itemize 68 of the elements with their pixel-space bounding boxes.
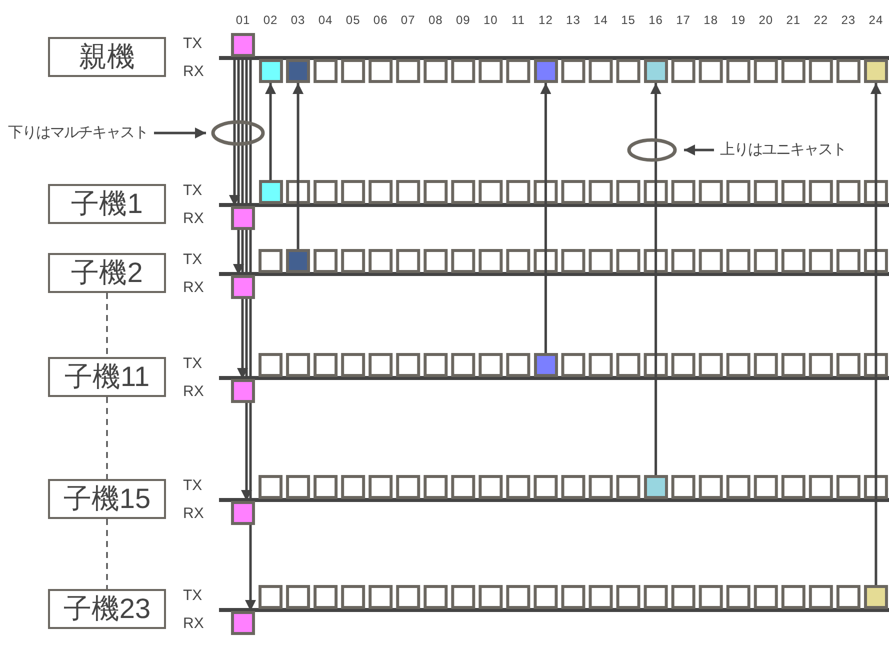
rx-label: RX [183, 280, 204, 295]
arrow-bundle [211, 57, 265, 611]
arrow [684, 144, 714, 156]
slot-number: 10 [484, 14, 498, 26]
slot-number: 09 [456, 14, 470, 26]
time-slot [644, 59, 668, 83]
station-box: 子機1 [48, 184, 166, 224]
arrow [627, 83, 677, 475]
slot-number: 20 [758, 14, 774, 26]
tx-label: TX [183, 478, 202, 493]
tx-label: TX [183, 588, 202, 603]
slot-number: 01 [236, 14, 250, 26]
slot-number: 17 [676, 14, 690, 26]
rx-label: RX [183, 64, 204, 79]
slot-number: 02 [263, 14, 278, 26]
slot-number: 03 [290, 14, 306, 26]
time-slot [231, 206, 255, 230]
rx-label: RX [183, 211, 204, 226]
slot-number: 14 [594, 14, 608, 26]
time-slot [258, 180, 283, 204]
slot-number: 18 [704, 14, 718, 26]
station-box: 子機15 [48, 479, 166, 519]
time-slot [534, 59, 558, 83]
time-slot [258, 59, 283, 83]
arrow [265, 83, 276, 180]
time-slot [864, 59, 888, 83]
time-slot [231, 275, 255, 299]
rx-label: RX [183, 506, 204, 521]
station-box: 親機 [48, 37, 166, 77]
arrow [154, 128, 206, 138]
slot-number: 24 [868, 14, 884, 26]
slot-number: 13 [566, 14, 580, 26]
slot-number: 23 [841, 14, 856, 26]
tx-label: TX [183, 252, 202, 267]
time-slot [864, 585, 888, 609]
time-slot [231, 33, 255, 57]
slot-number: 15 [621, 14, 636, 26]
slot-number: 16 [648, 14, 663, 26]
tx-label: TX [183, 356, 202, 371]
slot-number: 08 [428, 14, 443, 26]
slot-number: 04 [318, 14, 333, 26]
slot-number: 21 [786, 14, 801, 26]
station-box: 子機2 [48, 253, 166, 293]
slot-number: 11 [511, 14, 525, 26]
slot-number: 19 [731, 14, 746, 26]
arrow [540, 83, 552, 353]
station-box: 子機11 [48, 357, 166, 397]
tx-label: TX [183, 36, 202, 51]
rx-label: RX [183, 384, 204, 399]
callout-text: 上りはユニキャスト [720, 140, 846, 160]
arrow [870, 83, 882, 585]
time-slot [231, 611, 255, 635]
time-slot [231, 501, 255, 525]
slot-number: 07 [400, 14, 416, 26]
slot-number: 06 [373, 14, 388, 26]
time-slot [534, 353, 558, 377]
time-slot [286, 59, 310, 83]
callout-text: 下りはマルチキャスト [8, 123, 148, 143]
slot-number: 05 [346, 14, 360, 26]
time-slot [231, 379, 255, 403]
rx-label: RX [183, 616, 204, 631]
slot-number: 22 [814, 14, 828, 26]
arrow [292, 83, 304, 249]
time-slot [286, 249, 310, 273]
time-slot [644, 475, 668, 499]
station-box: 子機23 [48, 589, 166, 629]
slot-number: 12 [538, 14, 553, 26]
tx-label: TX [183, 183, 202, 198]
